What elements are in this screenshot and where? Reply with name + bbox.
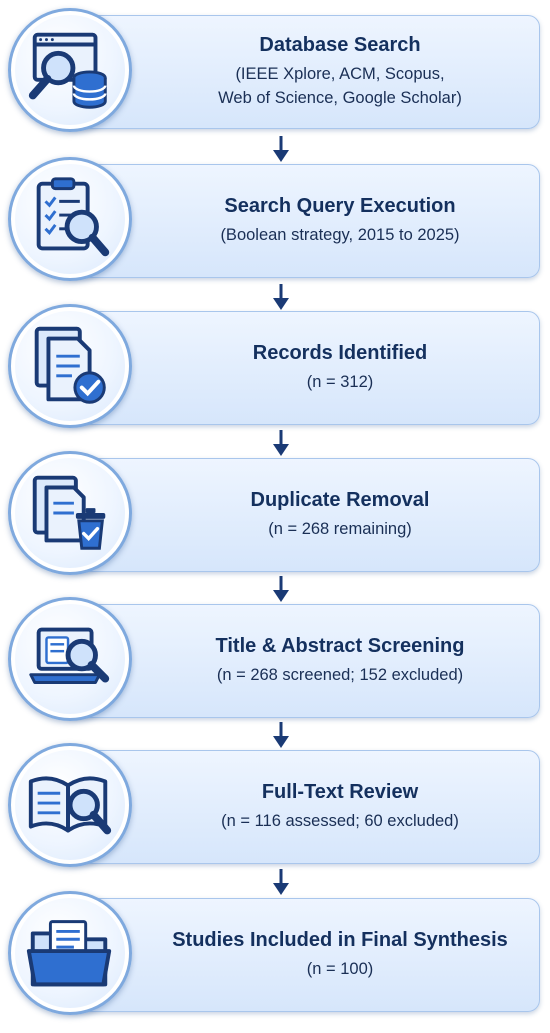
step-title: Records Identified — [252, 342, 428, 364]
step-text: Database Search (IEEE Xplore, ACM, Scopu… — [140, 15, 540, 127]
book-search-icon — [28, 776, 112, 835]
flow-step-database-search: Database Search (IEEE Xplore, ACM, Scopu… — [0, 6, 550, 136]
flow-arrow — [273, 284, 289, 310]
step-title: Search Query Execution — [224, 195, 456, 217]
step-text: Title & Abstract Screening (n = 268 scre… — [140, 604, 540, 716]
step-detail: (n = 312) — [307, 370, 374, 394]
step-detail-line: (n = 268 remaining) — [268, 520, 412, 538]
step-box — [62, 164, 540, 278]
database-search-icon — [28, 32, 107, 109]
step-icon-circle — [8, 597, 132, 721]
step-icon-circle — [8, 451, 132, 575]
step-icon-circle — [8, 891, 132, 1015]
step-detail: (n = 116 assessed; 60 excluded) — [221, 809, 459, 833]
flow-arrow — [273, 430, 289, 456]
step-detail-line: Web of Science, Google Scholar) — [218, 89, 462, 107]
flow-arrow — [273, 869, 289, 895]
laptop-search-icon — [29, 627, 110, 684]
step-box — [62, 311, 540, 425]
step-text: Studies Included in Final Synthesis (n =… — [140, 898, 540, 1010]
flow-step-duplicate-removal: Duplicate Removal (n = 268 remaining) — [0, 449, 550, 579]
step-detail-line: (n = 312) — [306, 373, 374, 391]
flow-step-studies-included: Studies Included in Final Synthesis (n =… — [0, 889, 550, 1019]
step-detail: (IEEE Xplore, ACM, Scopus, Web of Scienc… — [218, 62, 462, 110]
step-detail: (n = 268 remaining) — [268, 517, 412, 541]
documents-check-icon — [34, 326, 106, 404]
step-detail-line: (n = 100) — [306, 960, 374, 978]
flow-arrow — [273, 576, 289, 602]
step-detail: (n = 268 screened; 152 excluded) — [217, 663, 463, 687]
step-box — [62, 898, 540, 1012]
step-detail: (n = 100) — [307, 957, 374, 981]
clipboard-search-icon — [36, 177, 110, 257]
step-icon-circle — [8, 743, 132, 867]
step-icon-circle — [8, 304, 132, 428]
step-detail-line: (Boolean strategy, 2015 to 2025) — [220, 226, 460, 244]
folder-documents-icon — [26, 920, 112, 987]
step-title: Studies Included in Final Synthesis — [172, 929, 508, 951]
step-box — [62, 750, 540, 864]
step-detail-line: (n = 268 screened; 152 excluded) — [216, 666, 464, 684]
step-text: Search Query Execution (Boolean strategy… — [140, 164, 540, 276]
flow-step-full-text-review: Full-Text Review (n = 116 assessed; 60 e… — [0, 741, 550, 871]
step-detail-line: (n = 116 assessed; 60 excluded) — [221, 812, 459, 830]
step-title: Full-Text Review — [261, 781, 419, 803]
step-box — [62, 604, 540, 718]
flow-step-title-abstract-screening: Title & Abstract Screening (n = 268 scre… — [0, 595, 550, 725]
step-detail-line: (IEEE Xplore, ACM, Scopus, — [235, 65, 445, 83]
step-box — [62, 15, 540, 129]
step-text: Records Identified (n = 312) — [140, 311, 540, 423]
step-icon-circle — [8, 8, 132, 132]
step-text: Duplicate Removal (n = 268 remaining) — [140, 458, 540, 570]
step-text: Full-Text Review (n = 116 assessed; 60 e… — [140, 750, 540, 862]
flow-arrow — [273, 136, 289, 162]
flow-step-records-identified: Records Identified (n = 312) — [0, 302, 550, 432]
step-title: Duplicate Removal — [250, 489, 430, 511]
step-icon-circle — [8, 157, 132, 281]
documents-trash-icon — [32, 475, 106, 550]
step-title: Title & Abstract Screening — [215, 635, 465, 657]
step-title: Database Search — [259, 34, 421, 56]
flow-step-search-query: Search Query Execution (Boolean strategy… — [0, 155, 550, 285]
step-box — [62, 458, 540, 572]
flow-arrow — [273, 722, 289, 748]
step-detail: (Boolean strategy, 2015 to 2025) — [220, 223, 459, 247]
